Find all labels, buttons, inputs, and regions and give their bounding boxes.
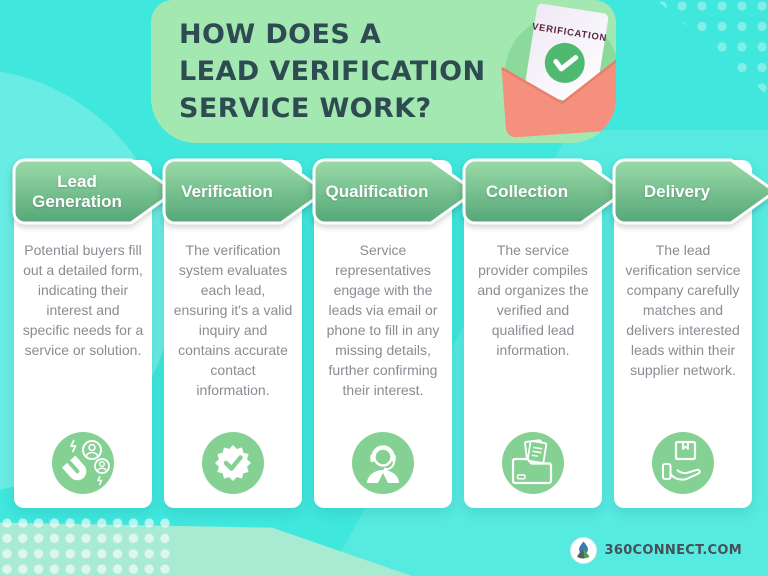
step-header-arrow — [12, 158, 177, 225]
magnet-leads-icon — [52, 432, 114, 494]
hand-package-icon — [652, 432, 714, 494]
step-header-arrow — [462, 158, 627, 225]
page-title: HOW DOES A LEAD VERIFICATION SERVICE WOR… — [179, 16, 485, 127]
verification-document: VERIFICATION — [524, 3, 609, 105]
title-line-1: HOW DOES A — [179, 19, 382, 50]
footer-branding: 360CONNECT.COM — [569, 537, 742, 564]
dots-pattern-bottom-left — [2, 518, 174, 576]
step-header-arrow — [312, 158, 477, 225]
360connect-logo-icon — [569, 537, 597, 564]
dots-pattern-top-right — [652, 0, 768, 96]
title-panel: HOW DOES A LEAD VERIFICATION SERVICE WOR… — [151, 0, 616, 143]
footer-website: 360CONNECT.COM — [604, 543, 742, 558]
check-circle-icon — [544, 42, 585, 83]
title-line-3: SERVICE WORK? — [179, 93, 432, 124]
steps-row: Lead Generation Potential buyers fill ou… — [12, 158, 768, 508]
step-card-qualification: Qualification Service representatives en… — [312, 158, 477, 508]
step-title: Verification — [181, 182, 273, 201]
step-description: The lead verification service company ca… — [625, 242, 741, 378]
step-title: Qualification — [325, 182, 429, 201]
verified-badge-icon — [202, 432, 264, 494]
step-card-lead-generation: Lead Generation Potential buyers fill ou… — [12, 158, 177, 508]
step-header-arrow — [612, 158, 768, 225]
folder-documents-icon — [502, 432, 564, 494]
support-agent-icon — [352, 432, 414, 494]
verification-envelope-illustration: VERIFICATION — [501, 3, 616, 138]
step-card-verification: Verification The verification system eva… — [162, 158, 327, 508]
step-title: Collection — [485, 182, 569, 201]
step-card-collection: Collection The service provider compiles… — [462, 158, 627, 508]
title-line-2: LEAD VERIFICATION — [179, 56, 486, 87]
envelope-icon — [501, 59, 616, 138]
step-description: The service provider compiles and organi… — [477, 242, 589, 358]
step-description: The verification system evaluates each l… — [173, 242, 293, 398]
step-header-arrow — [162, 158, 327, 225]
step-description: Potential buyers fill out a detailed for… — [22, 242, 144, 358]
step-title: Delivery — [643, 182, 711, 201]
step-card-delivery: Delivery The lead verification service c… — [612, 158, 768, 508]
step-title: Lead Generation — [32, 172, 122, 211]
step-description: Service representatives engage with the … — [326, 242, 440, 398]
